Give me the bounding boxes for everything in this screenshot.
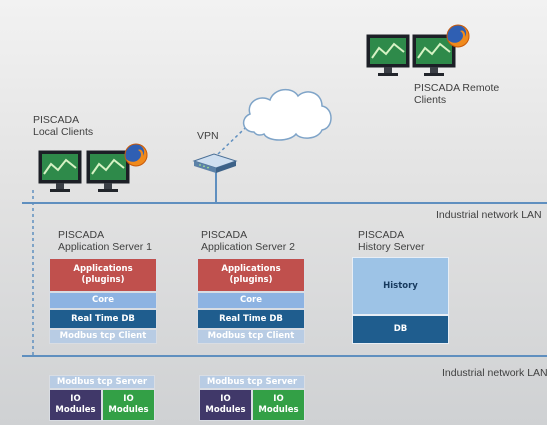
monitor-icon	[86, 150, 130, 192]
io-label: IO	[123, 394, 134, 404]
remote-clients-label: PISCADA Remote Clients	[414, 82, 499, 106]
firefox-icon	[446, 24, 470, 48]
io-modules-block: IO Modules	[199, 389, 252, 421]
io-modules-block: IO Modules	[102, 389, 155, 421]
app-server-1-title-line-1: PISCADA	[58, 229, 105, 241]
lan-label-bottom: Industrial network LAN	[442, 367, 547, 379]
vpn-label: VPN	[197, 130, 219, 142]
lan-label-top: Industrial network LAN	[436, 209, 542, 221]
monitor-icon	[38, 150, 82, 192]
modules-label: Modules	[108, 405, 149, 415]
lan-line-top	[22, 202, 547, 204]
core-block: Core	[197, 292, 305, 309]
modbus-client-block: Modbus tcp Client	[49, 329, 157, 344]
app-server-2-title: PISCADA Application Server 2	[201, 229, 295, 253]
core-block: Core	[49, 292, 157, 309]
modules-label: Modules	[205, 405, 246, 415]
app-server-2-title-line-2: Application Server 2	[201, 241, 295, 253]
io-label: IO	[220, 394, 231, 404]
history-server-title-line-1: PISCADA	[358, 229, 405, 241]
applications-label: Applications	[221, 264, 281, 274]
io-label: IO	[273, 394, 284, 404]
modules-label: Modules	[258, 405, 299, 415]
app-server-1-title-line-2: Application Server 1	[58, 241, 152, 253]
applications-block: Applications (plugins)	[197, 258, 305, 292]
applications-label: Applications	[73, 264, 133, 274]
firefox-icon	[124, 143, 148, 167]
remote-clients-line-2: Clients	[414, 94, 447, 106]
history-server-title-line-2: History Server	[358, 241, 425, 253]
applications-sublabel: (plugins)	[229, 275, 273, 285]
app-server-1-title: PISCADA Application Server 1	[58, 229, 152, 253]
history-block: History	[352, 257, 449, 315]
io-modules-block: IO Modules	[49, 389, 102, 421]
monitor-icon	[366, 34, 410, 76]
remote-clients-line-1: PISCADA Remote	[414, 82, 500, 94]
local-clients-label: PISCADA Local Clients	[33, 114, 93, 138]
db-block: DB	[352, 315, 449, 344]
modbus-server-block: Modbus tcp Server	[49, 375, 155, 389]
cloud-icon	[242, 88, 332, 141]
modbus-server-block: Modbus tcp Server	[199, 375, 305, 389]
local-clients-line-1: PISCADA	[33, 114, 80, 126]
modules-label: Modules	[55, 405, 96, 415]
app-server-2-title-line-1: PISCADA	[201, 229, 248, 241]
realtime-db-block: Real Time DB	[49, 309, 157, 329]
router-icon	[192, 153, 238, 173]
lan-line-bottom	[22, 355, 547, 357]
realtime-db-block: Real Time DB	[197, 309, 305, 329]
history-server-title: PISCADA History Server	[358, 229, 425, 253]
io-label: IO	[70, 394, 81, 404]
applications-sublabel: (plugins)	[81, 275, 125, 285]
applications-block: Applications (plugins)	[49, 258, 157, 292]
modbus-client-block: Modbus tcp Client	[197, 329, 305, 344]
local-clients-line-2: Local Clients	[33, 126, 94, 138]
io-modules-block: IO Modules	[252, 389, 305, 421]
